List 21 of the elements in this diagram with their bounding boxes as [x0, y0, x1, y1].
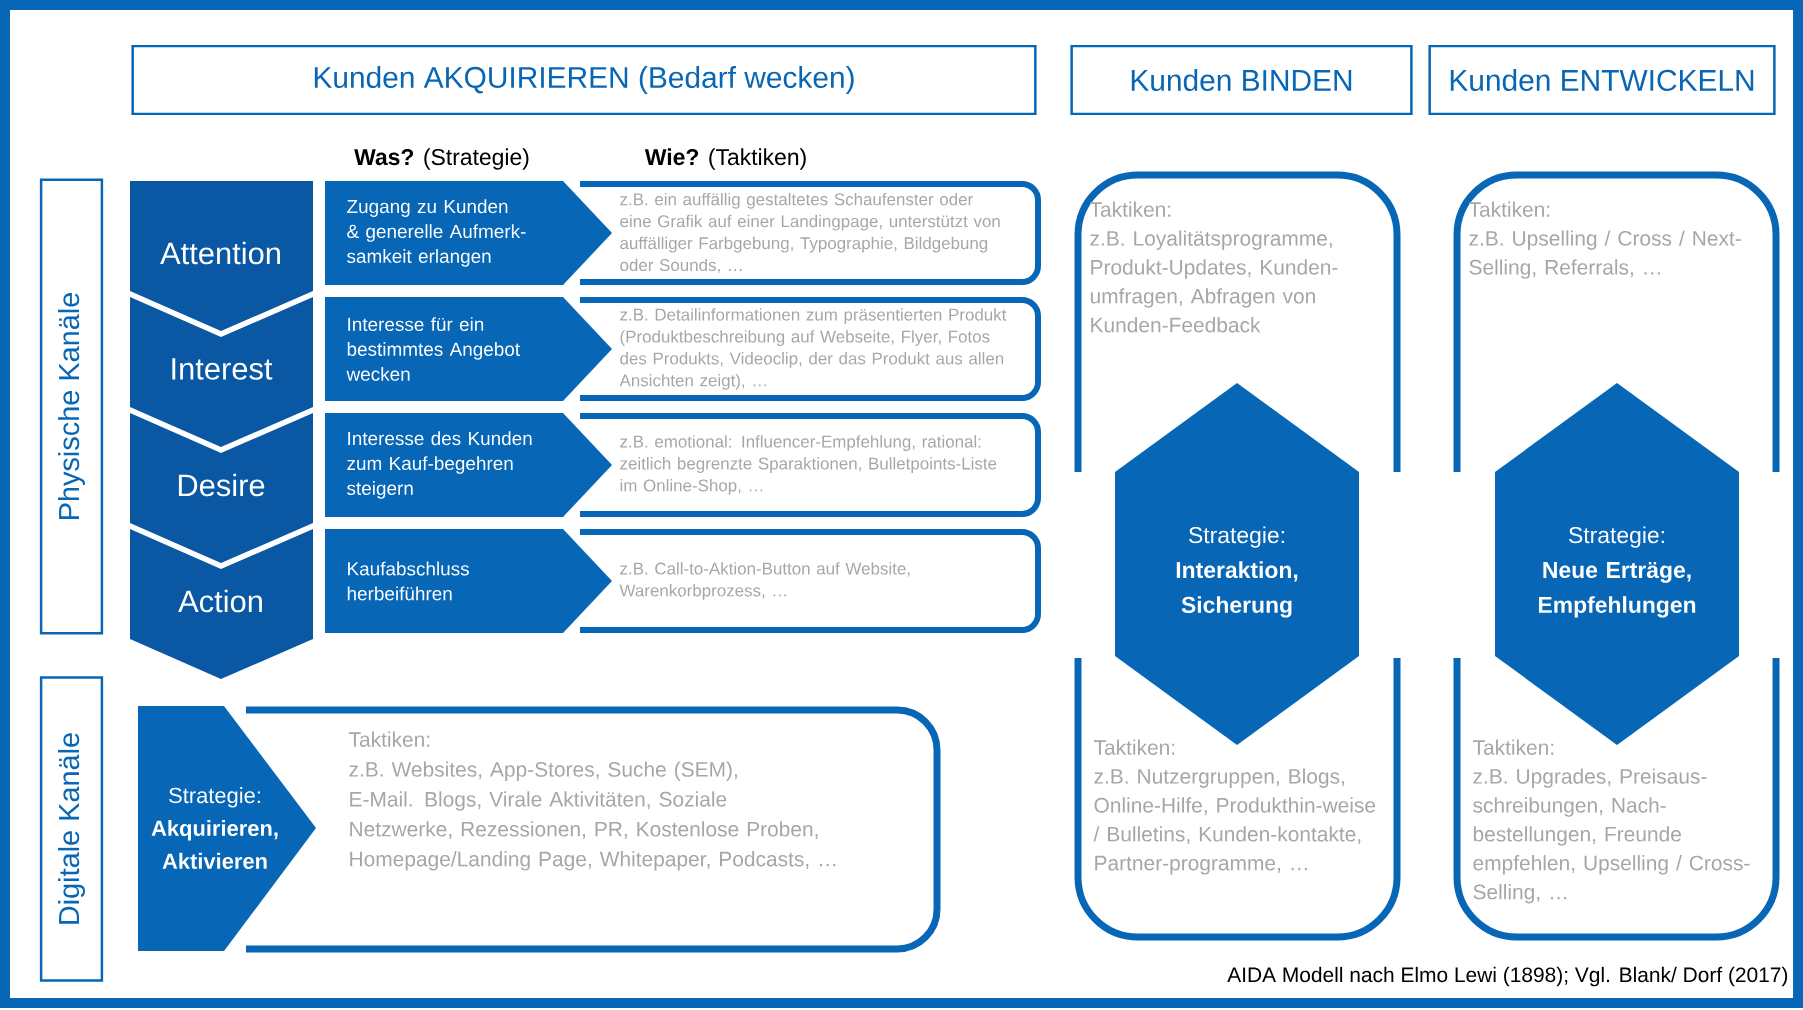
- column-heading: Wie? (Taktiken): [644, 148, 806, 170]
- channel-band: Physische Kanäle: [39, 178, 104, 635]
- node-label: Attention: [160, 241, 280, 265]
- header-box: Kunden ENTWICKELN: [1428, 44, 1776, 116]
- header-box: Kunden BINDEN: [1070, 44, 1413, 116]
- strategy-banner: Interesse des Kunden zum Kauf-begehren steigern: [325, 413, 612, 517]
- strategy-banner: Strategie: Akquirieren, Aktivieren: [138, 706, 316, 951]
- caption: AIDA Modell nach Elmo Lewi (1898); Vgl. Blank/ Dorf (2017): [1227, 966, 1788, 987]
- header-box: Kunden AKQUIRIEREN (Bedarf wecken): [131, 44, 1037, 116]
- tactics-box: z.B. Detailinformationen zum präsentierten Produkt (Produktbeschreibung auf Webseite, Flyer, Fotos des Produkts, Videoclip, der das Produkt aus allen Ansichten zeigt), …: [580, 297, 1041, 401]
- tactics-box: z.B. emotional: Influencer-Empfehlung, rational: zeitlich begrenzte Sparaktionen, Bulletpoints-Liste im Online-Shop, …: [580, 413, 1041, 517]
- strategy-banner: Kaufabschluss herbeiführen: [325, 529, 612, 633]
- node-label: Action: [178, 589, 262, 613]
- node-label: Interest: [172, 358, 273, 380]
- strategy-banner: Interesse für ein bestimmtes Angebot wecken: [325, 297, 612, 401]
- column-heading: Was? (Strategie): [354, 148, 529, 170]
- channel-band: Digitale Kanäle: [39, 676, 104, 982]
- tactics-box: z.B. ein auffällig gestaltetes Schaufenster oder eine Grafik auf einer Landingpage, unterstützt von auffälliger Farbgebung, Typographie, Bildgebung oder Sounds, …: [580, 181, 1041, 285]
- tactics-box: z.B. Call-to-Aktion-Button auf Website, Warenkorbprozess, …: [580, 529, 1041, 633]
- node-label: Desire: [178, 473, 265, 497]
- strategy-banner: Zugang zu Kunden & generelle Aufmerk-samkeit erlangen: [325, 181, 612, 285]
